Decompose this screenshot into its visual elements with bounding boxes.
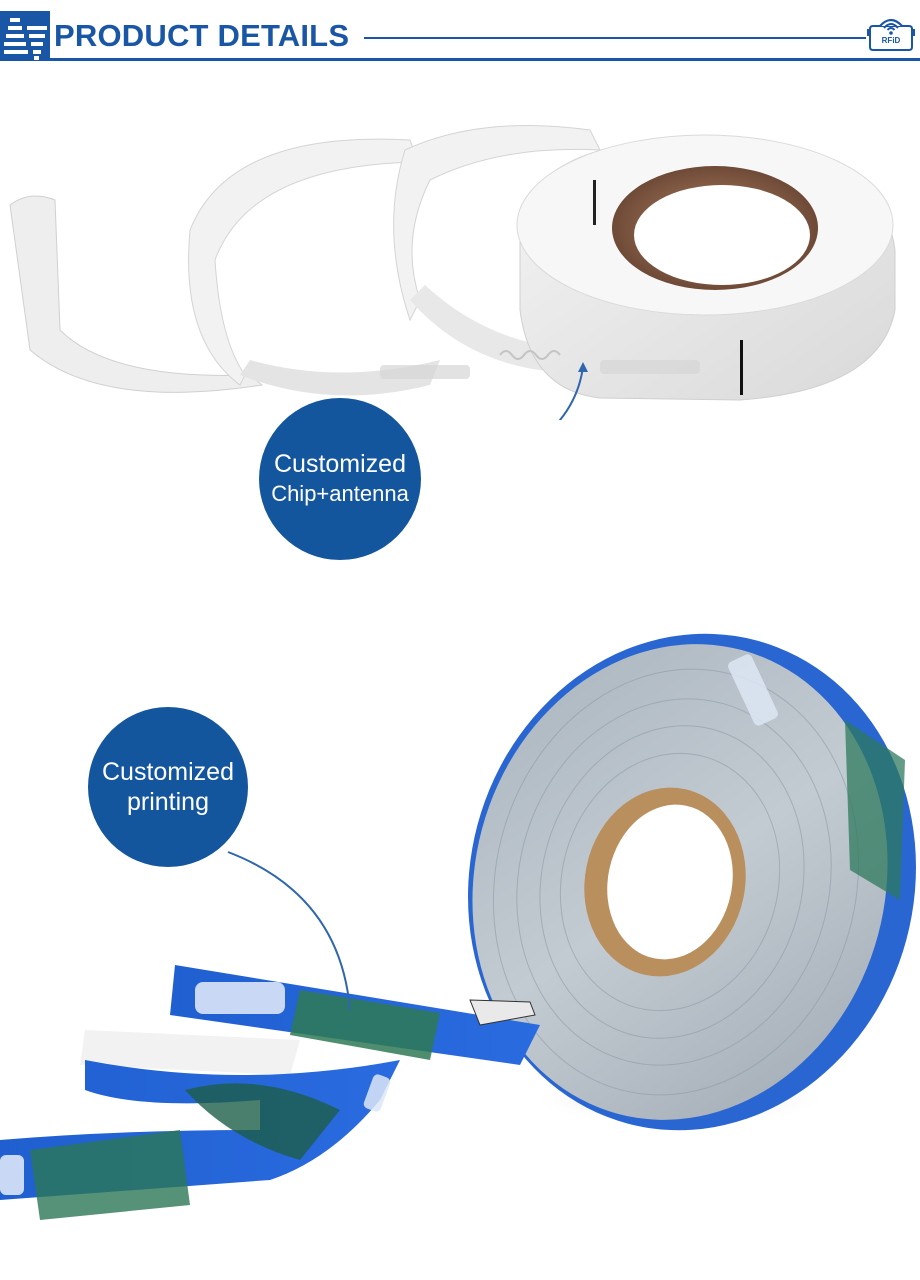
section-header: PRODUCT DETAILS RFiD	[0, 0, 920, 64]
callout-line1: Customized	[102, 758, 234, 786]
rfid-wifi-icon: RFiD	[866, 17, 916, 53]
printed-wristband-roll-image	[0, 620, 920, 1240]
rfid-badge-label: RFiD	[881, 36, 901, 45]
page-title: PRODUCT DETAILS	[54, 18, 350, 53]
company-logo-icon	[0, 11, 50, 61]
white-rfid-wristband-roll-image	[0, 110, 920, 420]
callout-line2: printing	[127, 788, 209, 816]
callout-line2: Chip+antenna	[271, 481, 409, 506]
callout-line1: Customized	[274, 450, 406, 478]
header-divider-thin	[364, 37, 866, 39]
callout-customized-printing: Customized printing	[88, 707, 248, 867]
callout-customized-chip-antenna: Customized Chip+antenna	[259, 398, 421, 560]
header-divider-thick	[50, 58, 920, 61]
